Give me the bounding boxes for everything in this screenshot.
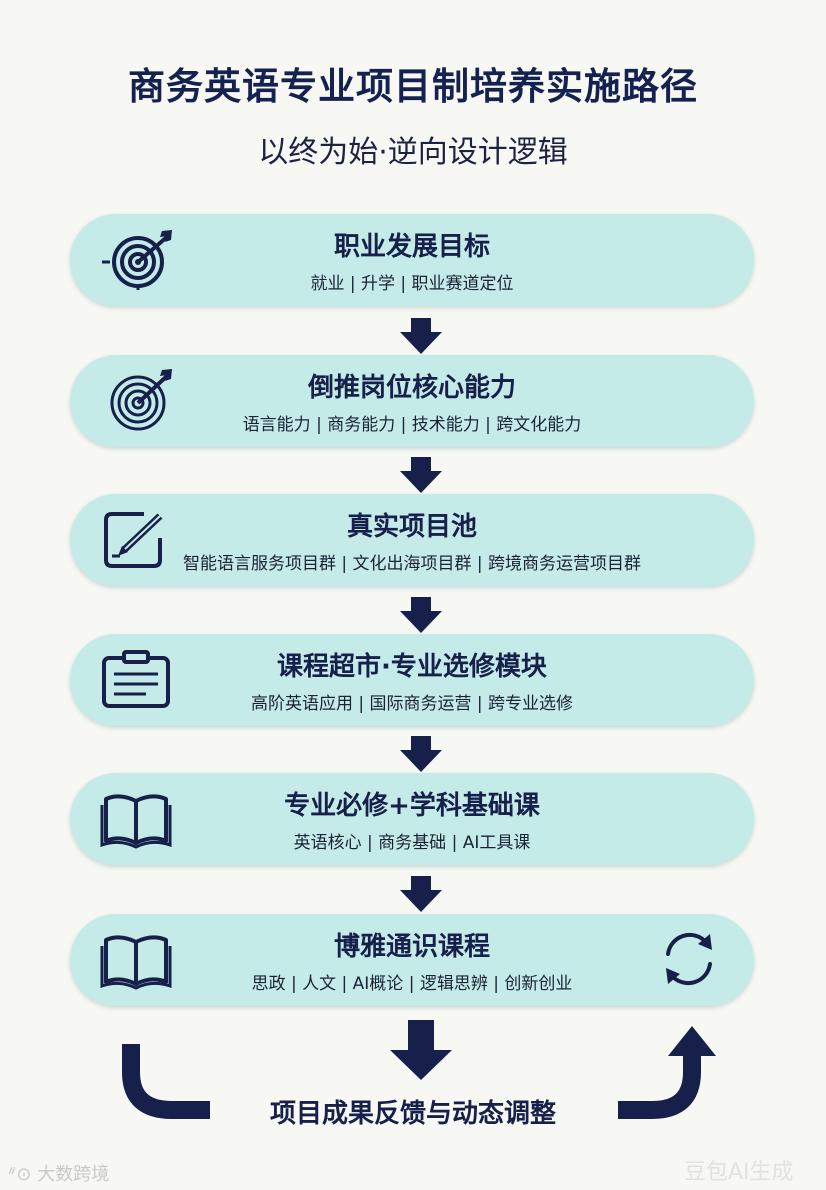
down-arrow-icon — [400, 457, 442, 493]
feedback-left-curve — [122, 1044, 210, 1119]
step-course-market: 课程超市·专业选修模块 高阶英语应用 | 国际商务运营 | 跨专业选修 — [70, 634, 754, 726]
step-subtitle: 思政 | 人文 | AI概论 | 逻辑思辨 | 创新创业 — [251, 974, 573, 994]
watermark-left-text: 大数跨境 — [37, 1164, 110, 1185]
watermark-left: ᐥ⊙ 大数跨境 — [8, 1160, 109, 1186]
step-required-courses: 专业必修+学科基础课 英语核心 | 商务基础 | AI工具课 — [70, 773, 754, 865]
down-arrow-icon — [400, 597, 442, 633]
step-title: 倒推岗位核心能力 — [307, 373, 516, 403]
feedback-right-curve-arrow — [618, 1026, 716, 1119]
step-subtitle: 就业 | 升学 | 职业赛道定位 — [310, 274, 514, 294]
step-title: 课程超市·专业选修模块 — [277, 652, 547, 682]
watermark-logo-icon: ᐥ⊙ — [8, 1164, 32, 1185]
down-arrow-icon — [400, 318, 442, 354]
clipboard-icon — [102, 650, 170, 708]
step-career-goal: 职业发展目标 就业 | 升学 | 职业赛道定位 — [70, 214, 754, 306]
feedback-loop — [122, 1020, 716, 1119]
page-title: 商务英语专业项目制培养实施路径 — [128, 65, 698, 108]
step-subtitle: 高阶英语应用 | 国际商务运营 | 跨专业选修 — [250, 694, 574, 714]
edit-icon — [104, 512, 163, 568]
feedback-label: 项目成果反馈与动态调整 — [269, 1099, 556, 1129]
step-subtitle: 智能语言服务项目群 | 文化出海项目群 | 跨境商务运营项目群 — [182, 554, 642, 574]
step-subtitle: 英语核心 | 商务基础 | AI工具课 — [293, 833, 531, 853]
step-title: 职业发展目标 — [333, 232, 490, 262]
step-title: 专业必修+学科基础课 — [284, 791, 540, 821]
watermark-right: 豆包AI生成 — [684, 1160, 794, 1185]
radar-target-icon — [110, 369, 172, 431]
book-icon — [100, 794, 172, 849]
target-icon — [102, 230, 172, 290]
down-arrow-icon — [400, 736, 442, 772]
step-subtitle: 语言能力 | 商务能力 | 技术能力 | 跨文化能力 — [242, 415, 582, 435]
feedback-down-arrow — [390, 1020, 452, 1080]
step-project-pool: 真实项目池 智能语言服务项目群 | 文化出海项目群 | 跨境商务运营项目群 — [70, 494, 754, 586]
down-arrow-icon — [400, 876, 442, 912]
step-title: 真实项目池 — [346, 512, 477, 542]
step-general-education: 博雅通识课程 思政 | 人文 | AI概论 | 逻辑思辨 | 创新创业 — [70, 914, 754, 1006]
step-title: 博雅通识课程 — [333, 932, 490, 962]
step-core-competence: 倒推岗位核心能力 语言能力 | 商务能力 | 技术能力 | 跨文化能力 — [70, 355, 754, 447]
cycle-icon — [666, 932, 712, 986]
page-subtitle: 以终为始·逆向设计逻辑 — [258, 135, 568, 170]
book-icon — [100, 935, 172, 990]
